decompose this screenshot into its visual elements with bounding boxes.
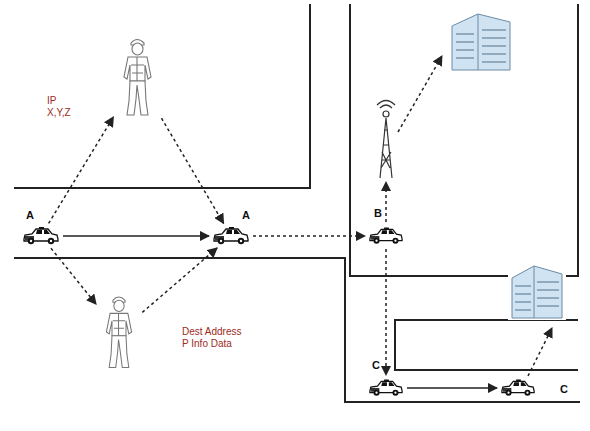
- police-car-icon: [368, 226, 404, 246]
- officer-figure: [98, 290, 140, 375]
- police-car-icon: [22, 226, 60, 246]
- signal-arrows: [386, 56, 552, 376]
- police-car: C: [368, 378, 404, 398]
- message-arrow: [63, 235, 209, 237]
- message-arrow: [142, 248, 217, 312]
- road-edge: [14, 258, 580, 402]
- police-car: A: [22, 226, 60, 246]
- building-icon: [508, 262, 566, 320]
- officer-figure: [115, 35, 160, 120]
- message-arrow: [407, 387, 497, 389]
- message-arrow: [49, 117, 114, 223]
- officer-node: IP X,Y,Z: [115, 35, 160, 120]
- message-arrow: [253, 235, 365, 237]
- packet-header-note: IP X,Y,Z: [47, 95, 71, 118]
- road-edges: [14, 4, 580, 402]
- building-icon: [448, 10, 514, 72]
- car-label: A: [26, 209, 34, 222]
- police-car-icon: [500, 378, 536, 398]
- car-label: C: [560, 383, 568, 396]
- road-edge: [350, 4, 578, 276]
- police-car-icon: [212, 226, 250, 246]
- tower-icon: [377, 101, 395, 179]
- car-label: A: [242, 209, 250, 222]
- message-arrow: [162, 118, 224, 223]
- message-arrow: [51, 248, 96, 304]
- signal-arrow: [398, 56, 442, 132]
- officer-node: Dest Address P Info Data: [98, 290, 140, 375]
- signal-arrow: [528, 328, 552, 376]
- road-edge: [14, 4, 310, 188]
- police-car: B: [368, 226, 404, 246]
- packet-content-note: Dest Address P Info Data: [182, 326, 248, 349]
- signal-arrow: [385, 182, 387, 222]
- car-label: B: [374, 207, 382, 220]
- road-edge: [395, 320, 578, 370]
- police-car-icon: [368, 378, 404, 398]
- message-arrow: [385, 249, 387, 375]
- police-car: C: [500, 378, 536, 398]
- police-car: A: [212, 226, 250, 246]
- car-label: C: [372, 359, 380, 372]
